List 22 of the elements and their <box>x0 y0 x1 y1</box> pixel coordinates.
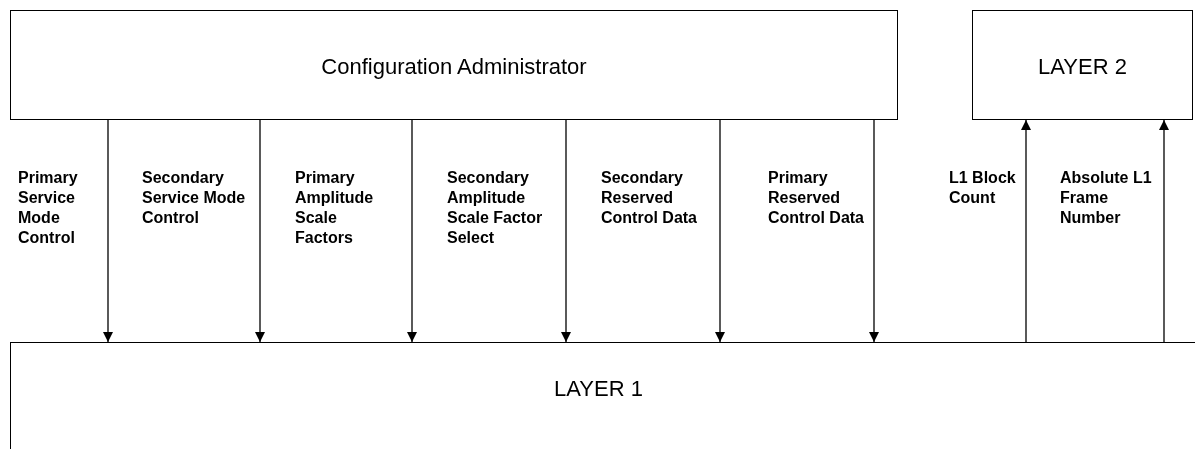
edge-label: Primary Reserved Control Data <box>768 168 865 228</box>
box-title: LAYER 2 <box>1037 52 1128 81</box>
edge-label: Secondary Amplitude Scale Factor Select <box>447 168 544 248</box>
arrow <box>1021 119 1031 343</box>
edge-label: Secondary Reserved Control Data <box>601 168 698 228</box>
arrow <box>869 119 879 343</box>
arrow <box>1159 119 1169 343</box>
edge-label: Secondary Service Mode Control <box>142 168 247 228</box>
box-title: Configuration Administrator <box>320 52 588 81</box>
arrow <box>407 119 417 343</box>
edge-label: L1 Block Count <box>949 168 1017 208</box>
edge-label: Primary Service Mode Control <box>18 168 79 248</box>
edge-label: Primary Amplitude Scale Factors <box>295 168 375 248</box>
arrow <box>715 119 725 343</box>
arrow <box>103 119 113 343</box>
process-box <box>10 10 898 120</box>
arrow <box>561 119 571 343</box>
edge-label: Absolute L1 Frame Number <box>1060 168 1153 228</box>
box-title: LAYER 1 <box>553 374 644 403</box>
process-box <box>972 10 1193 120</box>
process-box <box>10 342 1195 449</box>
arrow <box>255 119 265 343</box>
